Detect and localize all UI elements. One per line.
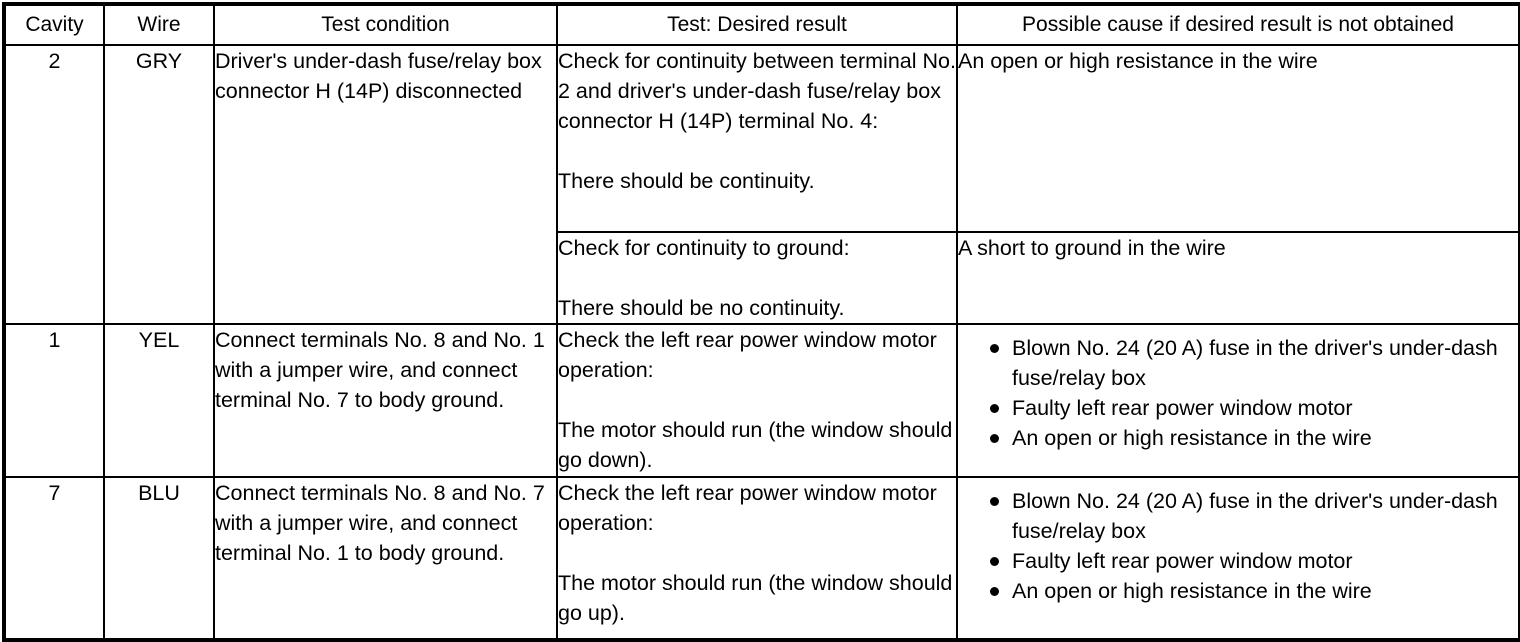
table-header: Cavity Wire Test condition Test: Desired… [3, 3, 1520, 46]
column-header-cause: Possible cause if desired result is not … [956, 3, 1520, 46]
cell-cavity: 1 [3, 323, 105, 478]
column-header-test: Test: Desired result [556, 3, 958, 46]
cell-wire: YEL [103, 323, 215, 478]
list-item: Blown No. 24 (20 A) fuse in the driver's… [990, 333, 1512, 393]
cell-test-desired-result: Check for continuity to ground: There sh… [556, 231, 958, 325]
test-check-text: Check the left rear power window motor o… [558, 481, 937, 535]
cause-text: An open or high resistance in the wire [958, 49, 1318, 73]
test-check-text: Check for continuity to ground: [558, 236, 850, 260]
cell-test-desired-result: Check the left rear power window motor o… [556, 476, 958, 641]
test-result-text: There should be no continuity. [558, 296, 845, 320]
test-result-text: The motor should run (the window should … [558, 418, 953, 472]
test-result-text: The motor should run (the window should … [558, 571, 953, 625]
cell-cavity: 7 [3, 476, 105, 641]
test-check-text: Check the left rear power window motor o… [558, 328, 937, 382]
table-row: 7 BLU Connect terminals No. 8 and No. 7 … [3, 476, 1520, 641]
table-row: Check for continuity to ground: There sh… [4, 231, 1520, 325]
test-check-text: Check for continuity between terminal No… [558, 49, 956, 133]
column-header-condition: Test condition [213, 3, 558, 46]
cause-bullet-list: Blown No. 24 (20 A) fuse in the driver's… [958, 478, 1518, 614]
cell-test-condition: Driver's under-dash fuse/relay box conne… [213, 44, 558, 325]
table-row: 1 YEL Connect terminals No. 8 and No. 1 … [3, 323, 1520, 478]
cell-wire: BLU [103, 476, 215, 641]
cause-bullet-list: Blown No. 24 (20 A) fuse in the driver's… [958, 325, 1518, 461]
test-result-text: There should be continuity. [558, 169, 815, 193]
cell-wire: GRY [103, 44, 215, 325]
cell-test-condition: Connect terminals No. 8 and No. 1 with a… [213, 323, 558, 478]
list-item: An open or high resistance in the wire [990, 576, 1512, 606]
table-body: 2 GRY Driver's under-dash fuse/relay box… [3, 44, 1520, 641]
list-item: Blown No. 24 (20 A) fuse in the driver's… [990, 486, 1512, 546]
list-item: Faulty left rear power window motor [990, 546, 1512, 576]
cell-possible-cause: Blown No. 24 (20 A) fuse in the driver's… [956, 323, 1520, 478]
cell-possible-cause: An open or high resistance in the wire [956, 44, 1520, 233]
cell-cavity: 2 [3, 44, 105, 325]
table-row: 2 GRY Driver's under-dash fuse/relay box… [3, 44, 1520, 325]
cell-possible-cause: Blown No. 24 (20 A) fuse in the driver's… [956, 476, 1520, 641]
cell-test-desired-result: Check for continuity between terminal No… [556, 44, 958, 233]
column-header-cavity: Cavity [3, 3, 105, 46]
header-row: Cavity Wire Test condition Test: Desired… [3, 3, 1520, 46]
cell-test-desired-result: Check the left rear power window motor o… [556, 323, 958, 478]
cell-test-condition: Connect terminals No. 8 and No. 7 with a… [213, 476, 558, 641]
column-header-wire: Wire [103, 3, 215, 46]
cause-text: A short to ground in the wire [958, 236, 1226, 260]
cell-possible-cause: A short to ground in the wire [956, 231, 1520, 325]
list-item: Faulty left rear power window motor [990, 393, 1512, 423]
list-item: An open or high resistance in the wire [990, 423, 1512, 453]
